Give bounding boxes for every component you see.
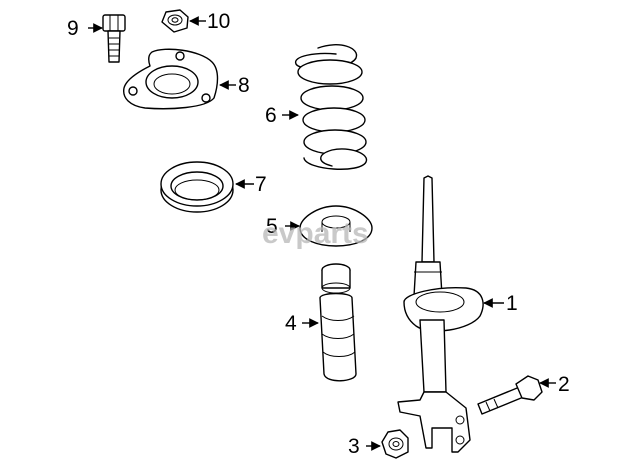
callout-8: 8: [238, 74, 250, 97]
callout-5: 5: [266, 215, 278, 238]
callout-7: 7: [255, 173, 267, 196]
watermark-text: evparts: [262, 217, 369, 250]
bump-stop-part-4: [319, 263, 357, 382]
upper-mount-part-8: [123, 48, 219, 110]
callout-2: 2: [558, 373, 570, 396]
nut-part-3: [381, 429, 409, 459]
callout-10: 10: [207, 10, 230, 33]
callout-9: 9: [67, 17, 79, 40]
callout-4: 4: [285, 312, 297, 335]
nut-part-10: [161, 9, 189, 33]
spring-seat-part-5: [299, 205, 373, 247]
coil-spring-part-6: [295, 44, 368, 170]
bolt-part-9: [102, 14, 126, 63]
callout-6: 6: [265, 104, 277, 127]
bolt-part-2: [477, 375, 543, 415]
callout-3: 3: [348, 435, 360, 458]
bearing-ring-part-7: [160, 161, 234, 213]
strut-assembly-part-1: [397, 175, 484, 453]
callout-1: 1: [506, 292, 518, 315]
